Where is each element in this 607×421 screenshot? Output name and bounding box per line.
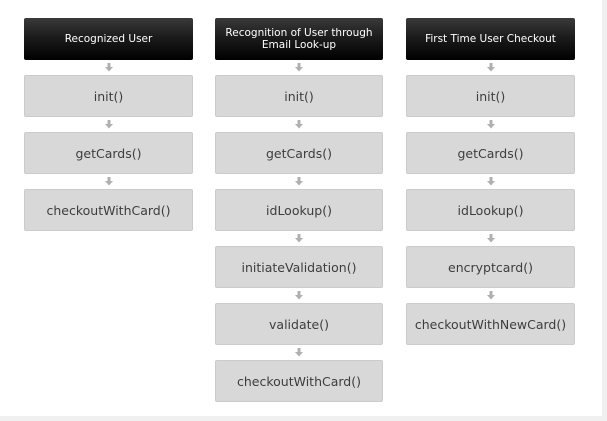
flow-step: encryptcard() xyxy=(406,246,575,288)
down-arrow-icon xyxy=(406,117,575,132)
flow-column-first-time-checkout: First Time User Checkout init() getCards()… xyxy=(406,18,575,345)
down-arrow-icon xyxy=(24,60,193,75)
flow-column-email-lookup: Recognition of User through Email Look-u… xyxy=(215,18,383,402)
flow-step: init() xyxy=(406,75,575,117)
flow-step: checkoutWithCard() xyxy=(24,189,193,231)
down-arrow-icon xyxy=(24,117,193,132)
down-arrow-icon xyxy=(406,231,575,246)
flow-step: idLookup() xyxy=(406,189,575,231)
down-arrow-icon xyxy=(406,174,575,189)
flow-step: init() xyxy=(24,75,193,117)
flow-column-recognized-user: Recognized User init() getCards() checkoutW… xyxy=(24,18,193,231)
down-arrow-icon xyxy=(406,60,575,75)
down-arrow-icon xyxy=(215,288,383,303)
flow-header: First Time User Checkout xyxy=(406,18,575,60)
down-arrow-icon xyxy=(215,231,383,246)
flow-step: checkoutWithNewCard() xyxy=(406,303,575,345)
down-arrow-icon xyxy=(215,60,383,75)
flow-step: init() xyxy=(215,75,383,117)
down-arrow-icon xyxy=(215,174,383,189)
down-arrow-icon xyxy=(215,345,383,360)
flow-diagram: Recognized User init() getCards() checkoutW… xyxy=(0,0,602,416)
flow-header: Recognition of User through Email Look-u… xyxy=(215,18,383,60)
down-arrow-icon xyxy=(406,288,575,303)
flow-step: validate() xyxy=(215,303,383,345)
flow-header: Recognized User xyxy=(24,18,193,60)
flow-step: idLookup() xyxy=(215,189,383,231)
down-arrow-icon xyxy=(215,117,383,132)
flow-step: getCards() xyxy=(215,132,383,174)
flow-step: initiateValidation() xyxy=(215,246,383,288)
flow-step: getCards() xyxy=(406,132,575,174)
flow-step: checkoutWithCard() xyxy=(215,360,383,402)
down-arrow-icon xyxy=(24,174,193,189)
flow-step: getCards() xyxy=(24,132,193,174)
